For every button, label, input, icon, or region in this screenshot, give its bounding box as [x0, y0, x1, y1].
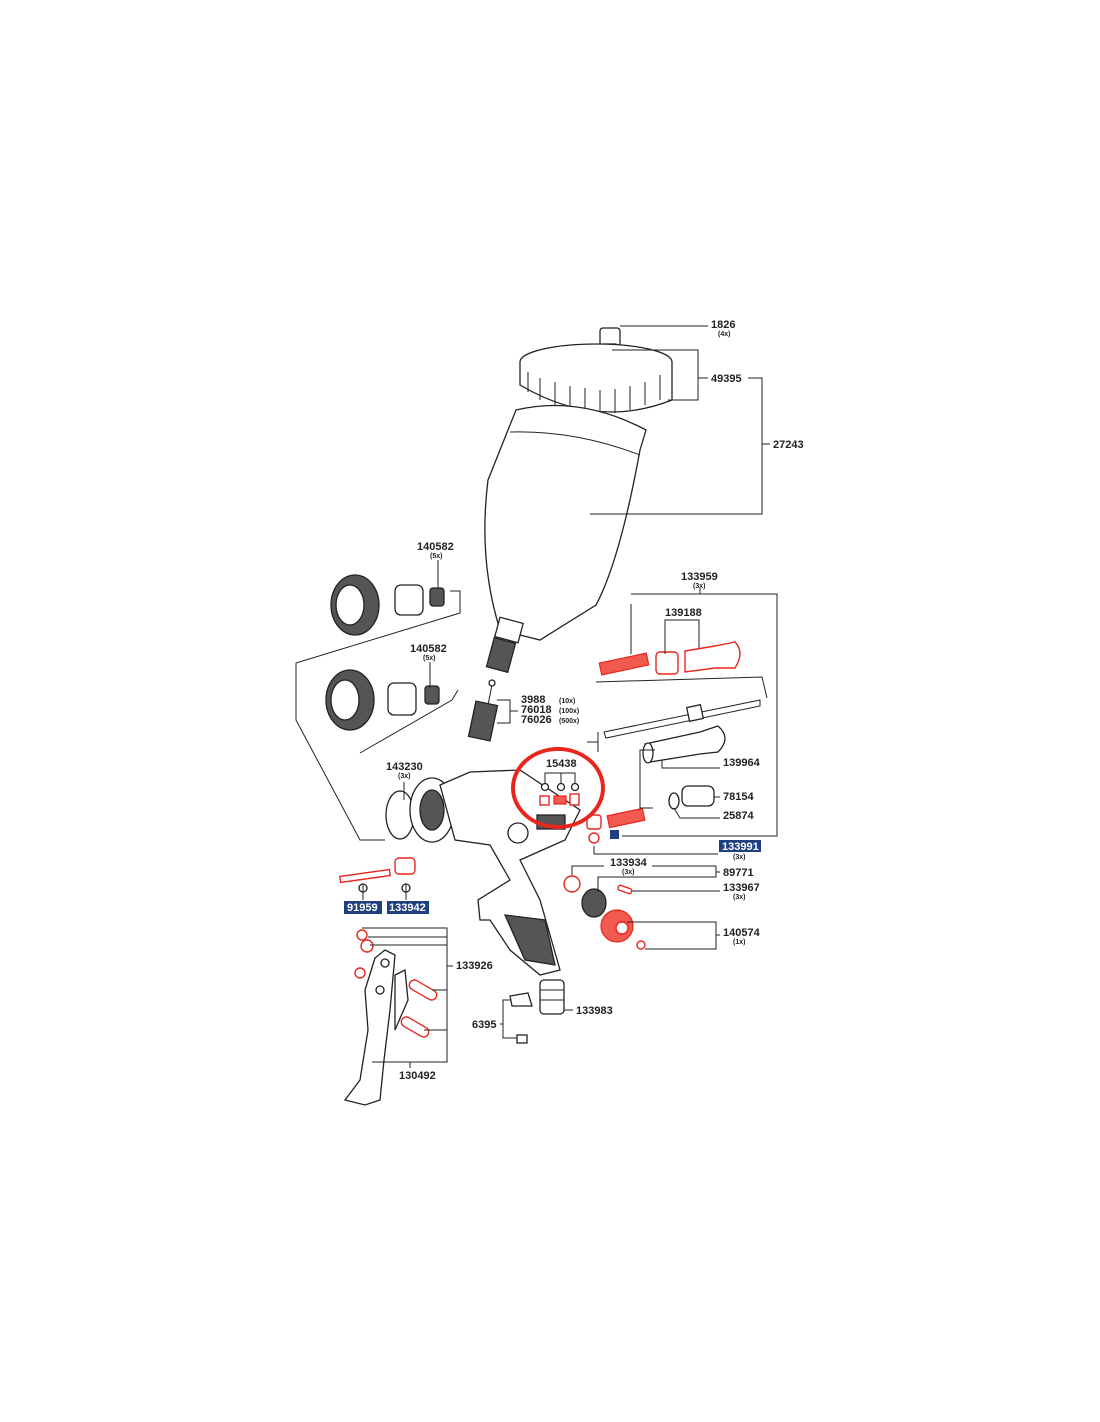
filter-part[interactable]	[467, 679, 499, 742]
label-133983: 133983	[576, 1005, 613, 1017]
part-labels: 1826 (4x) 49395 27243 140582 (5x) 140582…	[344, 319, 804, 1082]
label-25874: 25874	[723, 810, 754, 822]
label-133991-highlighted: 133991	[722, 841, 759, 853]
qty-76018: (100x)	[559, 708, 579, 715]
label-49395: 49395	[711, 373, 742, 385]
label-139188: 139188	[665, 607, 702, 619]
air-connector-133983[interactable]	[539, 979, 565, 1015]
label-91959-highlighted: 91959	[347, 902, 378, 914]
label-76018: 76018	[521, 704, 552, 716]
label-133967: 133967	[723, 882, 760, 894]
qty-140582: (5x)	[423, 655, 435, 662]
label-89771: 89771	[723, 867, 754, 879]
seal-133934[interactable]	[563, 875, 581, 893]
fluid-needle-part[interactable]	[603, 699, 761, 739]
qty-3988: (10x)	[559, 698, 575, 705]
label-78154: 78154	[723, 791, 754, 803]
qty-140574: (1x)	[733, 939, 745, 946]
paint-cup-part[interactable]	[484, 404, 647, 674]
needle-spring-part[interactable]	[598, 641, 741, 676]
label-15438: 15438	[546, 758, 577, 770]
needle-packing-139964[interactable]	[642, 725, 726, 764]
label-133926: 133926	[456, 960, 493, 972]
leader-lines	[295, 325, 778, 1068]
screw-133967[interactable]	[617, 884, 633, 895]
label-139964: 139964	[723, 757, 761, 769]
label-133942-highlighted: 133942	[389, 902, 426, 914]
label-140582: 140582	[410, 643, 447, 655]
label-133934: 133934	[610, 857, 648, 869]
label-3988: 3988	[521, 694, 545, 706]
label-76026: 76026	[521, 714, 552, 726]
air-valve-stem-91959[interactable]	[339, 857, 416, 893]
qty-143230: (3x)	[398, 773, 410, 780]
clip-6395[interactable]	[509, 992, 533, 1044]
air-adjust-knob-140574[interactable]	[600, 909, 646, 950]
spring-part[interactable]	[586, 807, 646, 844]
air-inlet-89771[interactable]	[581, 888, 607, 918]
label-140574: 140574	[723, 927, 761, 939]
label-130492: 130492	[399, 1070, 436, 1082]
air-cap-set-2[interactable]	[325, 669, 440, 731]
qty-133991: (3x)	[733, 854, 745, 861]
qty-133934: (3x)	[622, 869, 634, 876]
trigger-part-130492[interactable]	[343, 929, 438, 1106]
highlight-circle-15438	[511, 747, 605, 829]
qty-1826: (4x)	[718, 331, 730, 338]
qty-133967: (3x)	[733, 894, 745, 901]
label-143230: 143230	[386, 761, 423, 773]
qty-76026: (500x)	[559, 718, 579, 725]
label-133959: 133959	[681, 571, 718, 583]
label-1826: 1826	[711, 319, 735, 331]
label-140582: 140582	[417, 541, 454, 553]
label-6395: 6395	[472, 1019, 496, 1031]
qty-133959: (3x)	[693, 583, 705, 590]
qty-140582: (5x)	[430, 553, 442, 560]
gun-body-part[interactable]	[385, 769, 581, 976]
cup-lid-part[interactable]	[519, 343, 673, 414]
needle-seal-78154[interactable]	[668, 785, 715, 810]
label-27243: 27243	[773, 439, 804, 451]
air-cap-set-1[interactable]	[330, 574, 445, 636]
